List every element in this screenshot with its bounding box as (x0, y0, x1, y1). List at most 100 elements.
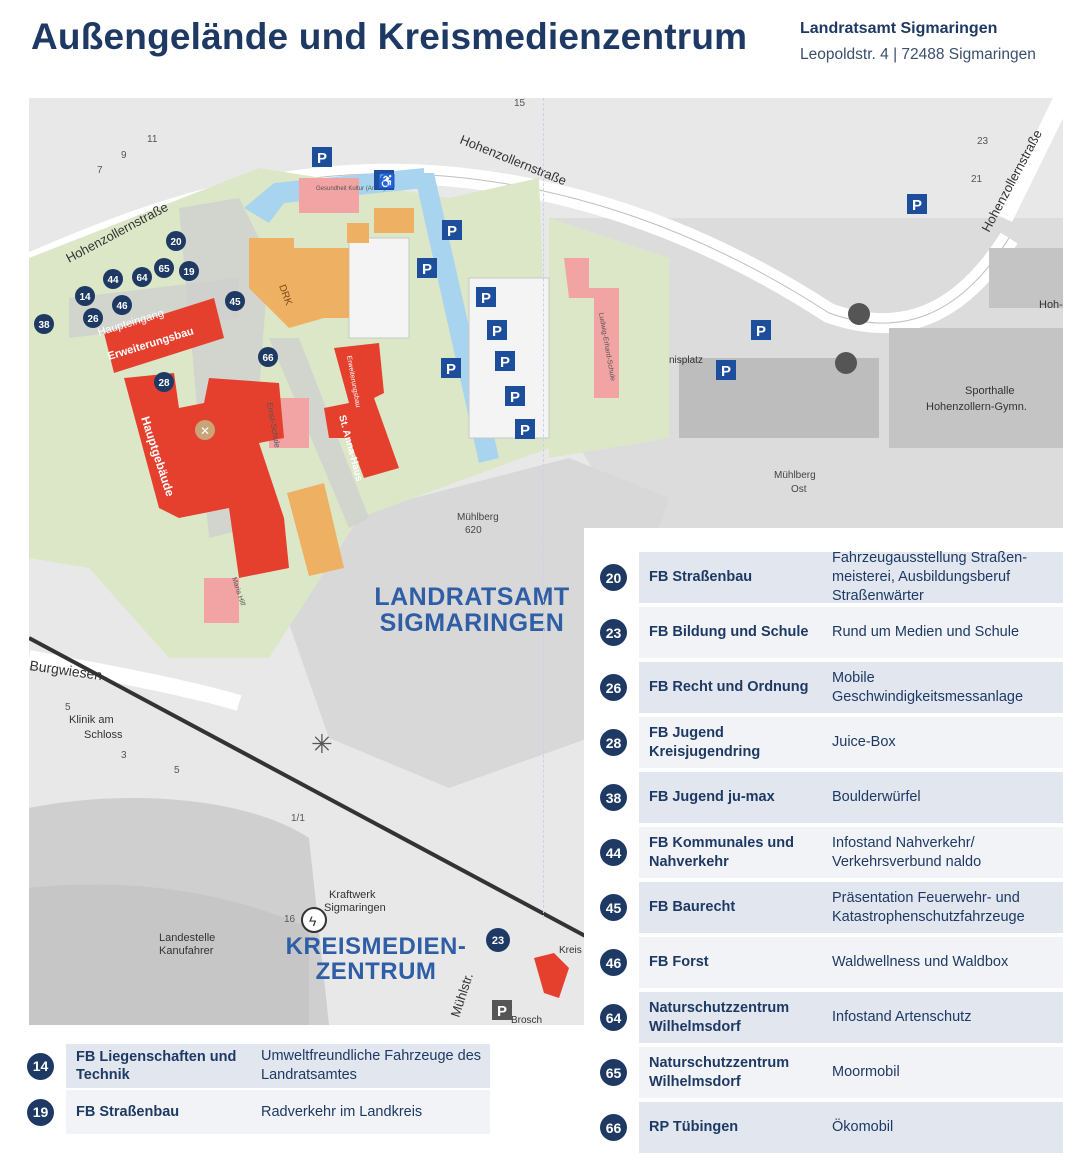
house-number: 23 (977, 136, 989, 147)
svg-text:P: P (447, 223, 457, 240)
marker-65: 65 (154, 258, 174, 278)
house-number: 5 (174, 765, 180, 776)
building-maria-hilf (204, 578, 239, 623)
svg-text:✕: ✕ (200, 424, 210, 438)
house-number: 11 (147, 134, 158, 145)
label-muehlberg-620-2: 620 (465, 525, 482, 536)
station-number: 14 (27, 1052, 54, 1080)
svg-text:66: 66 (262, 353, 274, 364)
building-gymnasium (989, 248, 1063, 308)
house-number: 1/1 (291, 813, 305, 824)
marker-28: 28 (154, 372, 174, 392)
wheelchair-icon (374, 170, 394, 190)
department: FB Jugend ju-max (649, 789, 775, 806)
house-number: 16 (284, 914, 296, 925)
station-number: 26 (600, 674, 627, 701)
marker-44: 44 (103, 269, 123, 289)
activity: Waldwellness und Waldbox (832, 954, 1009, 971)
svg-text:14: 14 (79, 292, 91, 303)
activity: Ökomobil (832, 1119, 894, 1136)
label-hohenzollern-gym: Hohenzollern-Gymn. (926, 401, 1027, 413)
house-number: 5 (65, 702, 71, 713)
label-gesundheit: Gesundheit Kultur (Arche) (316, 186, 385, 192)
station-number: 65 (600, 1059, 627, 1086)
organization-name: Landratsamt Sigmaringen (800, 20, 998, 37)
department: FB Baurecht (649, 899, 736, 916)
svg-text:ϟ: ϟ (309, 913, 317, 929)
marker-26: 26 (83, 308, 103, 328)
table-row: 46 FB Forst Waldwellness und Waldbox (600, 937, 1064, 988)
house-number: 15 (514, 98, 526, 109)
svg-text:23: 23 (492, 935, 504, 947)
svg-text:46: 46 (116, 301, 128, 312)
kreismedienzentrum-label: KREISMEDIEN-ZENTRUM (285, 933, 467, 986)
label-kraftwerk-2: Sigmaringen (324, 902, 386, 914)
svg-text:P: P (912, 197, 922, 214)
restaurant-icon (195, 420, 215, 440)
organization-address: Leopoldstr. 4 | 72488 Sigmaringen (800, 46, 1036, 63)
activity: Boulderwürfel (832, 789, 921, 806)
marker-46: 46 (112, 295, 132, 315)
department: FB Liegenschaften und Technik (76, 1048, 237, 1083)
bus-icon (848, 303, 870, 325)
department: Naturschutzzentrum Wilhelmsdorf (649, 1055, 790, 1090)
parking-icon-grey (492, 1000, 512, 1020)
power-plant-icon (301, 907, 327, 933)
building-ludwig-erhard (564, 258, 619, 398)
activity: Radverkehr im Landkreis (261, 1103, 423, 1120)
label-klinik-2: Schloss (84, 729, 123, 741)
station-number: 46 (600, 949, 627, 976)
marker-group: 20 44 64 65 19 14 46 45 26 38 66 28 23 (34, 231, 510, 952)
station-number: 44 (600, 839, 627, 866)
marker-14: 14 (75, 286, 95, 306)
label-kreis: Kreis (559, 945, 582, 956)
svg-text:26: 26 (87, 314, 99, 325)
svg-text:P: P (520, 422, 530, 439)
label-kraftwerk-1: Kraftwerk (329, 889, 376, 901)
department: FB Jugend Kreisjugendring (649, 725, 761, 760)
parking-area-central (348, 237, 410, 339)
table-row: 28 FB Jugend Kreisjugendring Juice-Box (600, 717, 1064, 768)
station-number: 20 (600, 564, 627, 591)
department: FB Forst (649, 954, 709, 971)
railway (29, 636, 590, 940)
svg-text:♿: ♿ (378, 173, 395, 190)
marker-20: 20 (166, 231, 186, 251)
forest-area-muehlberg (259, 458, 669, 788)
label-nisplatz: nisplatz (669, 355, 703, 366)
svg-text:P: P (497, 1003, 507, 1020)
viewpoint-icon: ✳ (311, 729, 333, 759)
building-hauptgebaeude (124, 373, 289, 578)
label-muehlberg-ost-2: Ost (791, 484, 807, 495)
station-number: 28 (600, 729, 627, 756)
building-erweiterungsbau (104, 298, 224, 373)
label-landestelle-1: Landestelle (159, 932, 215, 944)
activity: Umweltfreundliche Fahrzeuge des Landrats… (261, 1048, 482, 1083)
station-number: 23 (600, 619, 627, 646)
label-hoh-gy: Hoh-Gy (1039, 299, 1063, 311)
svg-text:P: P (446, 361, 456, 378)
building-orange-north (374, 208, 414, 233)
svg-text:28: 28 (158, 378, 170, 389)
page-title: Außengelände und Kreismedienzentrum (31, 16, 748, 57)
table-row: 14 FB Liegenschaften und Technik Umweltfr… (27, 1044, 500, 1088)
map-divider (543, 98, 544, 918)
label-klinik-1: Klinik am (69, 714, 114, 726)
svg-text:38: 38 (38, 320, 50, 331)
svg-text:P: P (422, 261, 432, 278)
svg-text:19: 19 (183, 267, 195, 278)
marker-38: 38 (34, 314, 54, 334)
label-muehlberg-ost-1: Mühlberg (774, 470, 816, 481)
activity: Präsentation Feuerwehr- und Katastrophen… (832, 889, 1025, 925)
svg-text:P: P (481, 290, 491, 307)
activity: Juice-Box (832, 734, 896, 751)
station-number: 64 (600, 1004, 627, 1031)
